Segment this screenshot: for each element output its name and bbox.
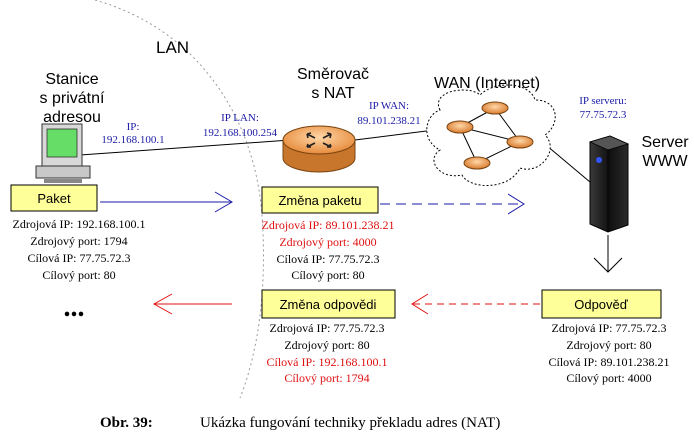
odpoved-dst-port: Cílový port: 4000	[566, 371, 651, 385]
wan-router-icon	[446, 101, 534, 170]
server-ip: 77.75.72.3	[580, 109, 627, 121]
zmena-paketu-src-port: Zdrojový port: 4000	[279, 235, 376, 249]
lan-label: LAN	[156, 38, 189, 57]
paket-dst-port: Cílový port: 80	[42, 268, 115, 282]
station-ip-title: IP:	[127, 121, 140, 133]
figure-caption-text: Ukázka fungování techniky překladu adres…	[200, 415, 500, 431]
server-label-line1: Server	[641, 134, 689, 151]
arrow-back-wan	[411, 293, 540, 315]
zmena-paketu-dst-ip: Cílová IP: 77.75.72.3	[276, 252, 379, 266]
odpoved-box	[541, 289, 662, 319]
zmena-paketu-dst-port: Cílový port: 80	[291, 268, 364, 282]
figure-caption-label: Obr. 39:	[100, 415, 153, 431]
lan-boundary	[94, 0, 264, 399]
station-label-line2: s privátní	[40, 90, 105, 107]
nat-router-icon	[282, 125, 356, 173]
zmena-odpovedi-dst-port: Cílový port: 1794	[284, 371, 369, 385]
server-icon	[588, 135, 630, 233]
server-ip-title: IP serveru:	[579, 95, 627, 107]
link-station-router	[79, 139, 291, 156]
router-label-line2: s NAT	[311, 85, 354, 102]
router-wan-ip: 89.101.238.21	[357, 115, 420, 127]
paket-src-ip: Zdrojová IP: 192.168.100.1	[13, 217, 146, 231]
zmena-paketu-box	[261, 186, 379, 214]
paket-title: Paket	[37, 191, 71, 206]
odpoved-src-port: Zdrojový port: 80	[566, 338, 651, 352]
router-label-line1: Směrovač	[297, 66, 369, 83]
zmena-odpovedi-title: Změna odpovědi	[280, 297, 377, 312]
ellipsis: ...	[64, 292, 85, 323]
zmena-odpovedi-dst-ip: Cílová IP: 192.168.100.1	[266, 355, 387, 369]
paket-src-port: Zdrojový port: 1794	[30, 234, 127, 248]
wan-label: WAN (Internet)	[434, 75, 540, 92]
zmena-odpovedi-src-ip: Zdrojová IP: 77.75.72.3	[270, 321, 385, 335]
server-label-line2: WWW	[642, 153, 688, 170]
zmena-odpovedi-box	[261, 289, 396, 319]
arrow-back-lan	[152, 293, 232, 315]
workstation-icon	[35, 123, 91, 183]
paket-box	[10, 184, 98, 212]
station-label-line1: Stanice	[45, 71, 98, 88]
router-lan-ip-title: IP LAN:	[221, 112, 259, 124]
odpoved-dst-ip: Cílová IP: 89.101.238.21	[548, 355, 669, 369]
arrow-server-to-response	[593, 235, 623, 273]
arrow-forward-wan	[380, 193, 525, 215]
paket-dst-ip: Cílová IP: 77.75.72.3	[27, 251, 130, 265]
router-wan-ip-title: IP WAN:	[369, 100, 409, 112]
router-lan-ip: 192.168.100.254	[203, 127, 278, 139]
zmena-odpovedi-src-port: Zdrojový port: 80	[284, 338, 369, 352]
odpoved-title: Odpověď	[574, 297, 629, 312]
zmena-paketu-title: Změna paketu	[278, 193, 361, 208]
zmena-paketu-src-ip: Zdrojová IP: 89.101.238.21	[262, 218, 395, 232]
station-ip: 192.168.100.1	[101, 134, 164, 146]
odpoved-src-ip: Zdrojová IP: 77.75.72.3	[552, 321, 667, 335]
arrow-forward-lan	[100, 191, 233, 213]
station-label-line3: adresou	[43, 109, 101, 126]
